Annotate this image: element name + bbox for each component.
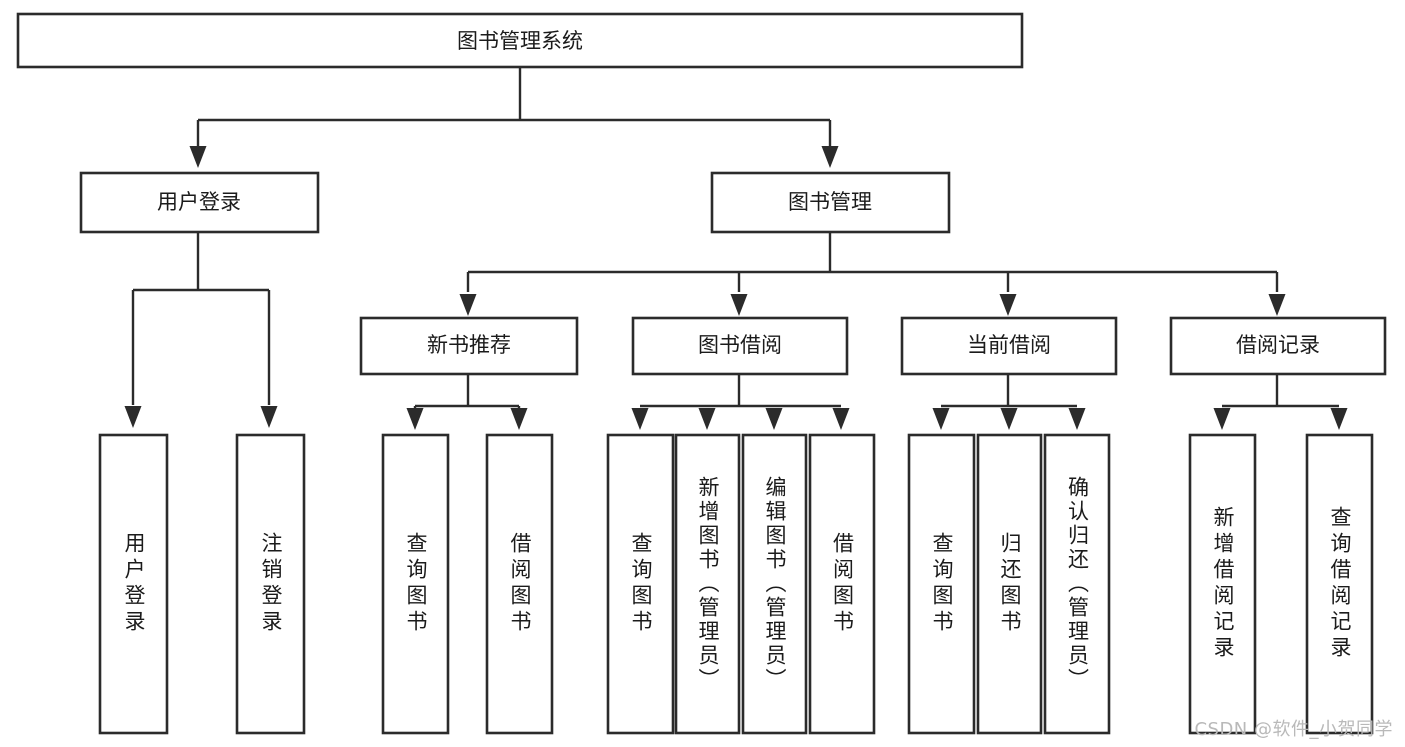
node-root[interactable]: 图书管理系统 bbox=[16, 12, 1024, 69]
leaf-label-br-query: 查询借阅记录 bbox=[1328, 506, 1352, 662]
leaf-box-bb-query[interactable] bbox=[606, 433, 675, 735]
node-user-login-box[interactable] bbox=[79, 171, 320, 234]
leaf-label-cb-return: 归还图书 bbox=[998, 532, 1022, 636]
arrow-to-leaf-nbr-1 bbox=[406, 408, 424, 430]
leaf-label-bb-edit: 编辑图书（管理员） bbox=[763, 476, 787, 692]
node-new-book-recommend[interactable]: 新书推荐 bbox=[359, 316, 579, 376]
arrow-to-leaf-cb-2 bbox=[1000, 408, 1018, 430]
arrow-to-leaf-bb-4 bbox=[832, 408, 850, 430]
connector-group-borrow-records bbox=[1213, 374, 1348, 430]
leaf-box-cb-query[interactable] bbox=[907, 433, 976, 735]
arrow-to-book-borrow bbox=[730, 294, 748, 316]
leaf-box-bb-edit[interactable] bbox=[741, 433, 808, 735]
arrow-to-leaf-logout bbox=[260, 406, 278, 428]
leaf-box-br-add[interactable] bbox=[1188, 433, 1257, 735]
node-book-manage-box[interactable] bbox=[710, 171, 951, 234]
node-book-borrow[interactable]: 图书借阅 bbox=[631, 316, 849, 376]
node-user-login[interactable]: 用户登录 bbox=[79, 171, 320, 234]
connector-group-current-borrow bbox=[932, 374, 1086, 430]
leaf-box-cb-return[interactable] bbox=[976, 433, 1043, 735]
node-new-book-recommend-box[interactable] bbox=[359, 316, 579, 376]
leaf-label-user-login: 用户登录 bbox=[122, 532, 146, 636]
leaf-label-bb-add: 新增图书（管理员） bbox=[696, 476, 720, 692]
leaf-label-wrap-user-login: 用户登录 bbox=[100, 435, 167, 733]
arrow-to-leaf-cb-3 bbox=[1068, 408, 1086, 430]
connector-group-book-borrow bbox=[631, 374, 850, 430]
node-current-borrow-label: 当前借阅 bbox=[967, 333, 1051, 357]
leaf-label-cb-confirm: 确认归还（管理员） bbox=[1065, 476, 1090, 692]
leaf-label-bb-borrow: 借阅图书 bbox=[830, 532, 855, 636]
arrow-to-book-manage bbox=[821, 146, 839, 168]
leaf-label-logout: 注销登录 bbox=[259, 532, 283, 636]
leaf-box-br-query[interactable] bbox=[1305, 433, 1374, 735]
leaf-box-logout[interactable] bbox=[235, 433, 306, 735]
leaf-box-bb-borrow[interactable] bbox=[808, 433, 876, 735]
leaf-box-bb-add[interactable] bbox=[674, 433, 741, 735]
leaf-boxes bbox=[98, 433, 1374, 735]
connector-group-root bbox=[189, 67, 839, 168]
arrow-to-leaf-bb-3 bbox=[765, 408, 783, 430]
arrow-to-leaf-bb-1 bbox=[631, 408, 649, 430]
arrow-to-leaf-br-2 bbox=[1330, 408, 1348, 430]
arrow-to-borrow-records bbox=[1268, 294, 1286, 316]
node-current-borrow[interactable]: 当前借阅 bbox=[900, 316, 1118, 376]
leaf-label-br-add: 新增借阅记录 bbox=[1211, 506, 1235, 662]
arrow-to-leaf-nbr-2 bbox=[510, 408, 528, 430]
node-root-label: 图书管理系统 bbox=[457, 29, 583, 53]
leaf-label-nbr-borrow: 借阅图书 bbox=[508, 532, 532, 636]
leaf-label-wrap-bb-borrow: 借阅图书 bbox=[810, 435, 874, 733]
leaf-box-user-login[interactable] bbox=[98, 433, 169, 735]
node-book-manage-label: 图书管理 bbox=[788, 190, 872, 214]
leaf-label-wrap-bb-query: 查询图书 bbox=[608, 435, 673, 733]
leaf-label-nbr-query: 查询图书 bbox=[404, 532, 428, 636]
node-borrow-records-box[interactable] bbox=[1169, 316, 1387, 376]
arrow-to-leaf-cb-1 bbox=[932, 408, 950, 430]
node-current-borrow-box[interactable] bbox=[900, 316, 1118, 376]
node-new-book-recommend-label: 新书推荐 bbox=[427, 333, 511, 357]
node-book-borrow-label: 图书借阅 bbox=[698, 333, 782, 357]
leaf-label-wrap-nbr-borrow: 借阅图书 bbox=[487, 435, 552, 733]
node-user-login-label: 用户登录 bbox=[157, 190, 241, 214]
csdn-watermark: CSDN @软件_小贺同学 bbox=[1194, 719, 1393, 740]
leaf-label-wrap-br-add: 新增借阅记录 bbox=[1190, 435, 1255, 733]
node-borrow-records[interactable]: 借阅记录 bbox=[1169, 316, 1387, 376]
arrow-to-leaf-user-login bbox=[124, 406, 142, 428]
arrow-to-user-login bbox=[189, 146, 207, 168]
connector-group-new-book-recommend bbox=[406, 374, 528, 430]
node-borrow-records-label: 借阅记录 bbox=[1236, 333, 1320, 357]
leaf-box-nbr-borrow[interactable] bbox=[485, 433, 554, 735]
leaf-box-cb-confirm[interactable] bbox=[1043, 433, 1111, 735]
arrow-to-new-book-recommend bbox=[459, 294, 477, 316]
leaf-box-nbr-query[interactable] bbox=[381, 433, 450, 735]
connector-group-user-login bbox=[124, 232, 278, 428]
leaf-label-wrap-cb-confirm: 确认归还（管理员） bbox=[1045, 435, 1109, 733]
leaf-label-wrap-br-query: 查询借阅记录 bbox=[1307, 435, 1372, 733]
leaf-label-wrap-cb-query: 查询图书 bbox=[909, 435, 974, 733]
leaf-label-wrap-cb-return: 归还图书 bbox=[978, 435, 1041, 733]
arrow-to-leaf-br-1 bbox=[1213, 408, 1231, 430]
leaf-label-cb-query: 查询图书 bbox=[930, 532, 954, 636]
connector-group-book-manage bbox=[459, 232, 1286, 316]
leaf-label-wrap-nbr-query: 查询图书 bbox=[383, 435, 448, 733]
arrow-to-current-borrow bbox=[999, 294, 1017, 316]
node-book-borrow-box[interactable] bbox=[631, 316, 849, 376]
node-root-box[interactable] bbox=[16, 12, 1024, 69]
leaf-label-wrap-logout: 注销登录 bbox=[237, 435, 304, 733]
node-book-manage[interactable]: 图书管理 bbox=[710, 171, 951, 234]
leaf-label-bb-query: 查询图书 bbox=[629, 532, 653, 636]
leaf-label-wrap-bb-add: 新增图书（管理员） bbox=[676, 435, 739, 733]
leaf-label-wrap-bb-edit: 编辑图书（管理员） bbox=[743, 435, 806, 733]
arrow-to-leaf-bb-2 bbox=[698, 408, 716, 430]
